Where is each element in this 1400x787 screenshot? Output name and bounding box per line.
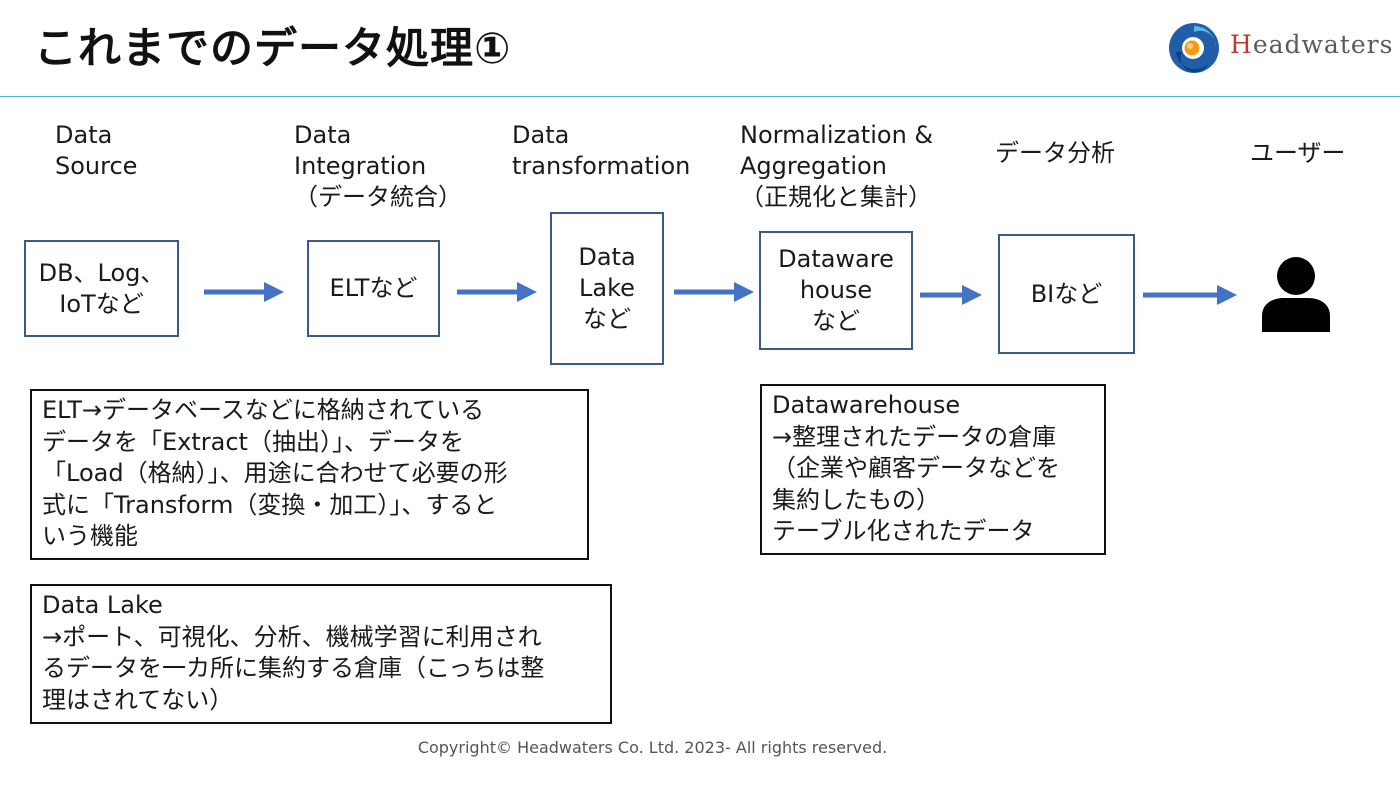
stage-box-datawarehouse: Dataware house など: [759, 231, 913, 350]
arrow-right-icon: [457, 282, 537, 302]
headwaters-wordmark: Headwaters: [1230, 30, 1394, 59]
stage-header-normalization: Normalization & Aggregation （正規化と集計）: [740, 121, 934, 211]
note-datawarehouse-description: Datawarehouse →整理されたデータの倉庫 （企業や顧客データなどを …: [760, 384, 1106, 555]
stage-box-data-lake: Data Lake など: [550, 212, 664, 365]
headwaters-logo-icon: [1169, 23, 1219, 73]
user-icon: [1262, 257, 1330, 332]
stage-box-bi: BIなど: [998, 234, 1135, 354]
slide-title: これまでのデータ処理①: [34, 24, 512, 74]
stage-box-elt: ELTなど: [307, 240, 440, 337]
arrow-right-icon: [674, 282, 754, 302]
headwaters-logo: Headwaters: [1168, 22, 1392, 74]
note-elt-description: ELT→データベースなどに格納されている データを「Extract（抽出）」、デ…: [30, 389, 589, 560]
stage-box-data-source: DB、Log、 IoTなど: [24, 240, 179, 337]
stage-header-data-transformation: Data transformation: [512, 121, 691, 180]
arrow-right-icon: [1143, 285, 1237, 305]
stage-header-user: ユーザー: [1250, 139, 1346, 167]
arrow-right-icon: [920, 285, 982, 305]
header-divider: [0, 96, 1400, 97]
note-data-lake-description: Data Lake →ポート、可視化、分析、機械学習に利用され るデータを一カ所…: [30, 584, 612, 724]
arrow-right-icon: [204, 282, 284, 302]
stage-header-data-source: Data Source: [55, 121, 138, 180]
stage-header-data-integration: Data Integration （データ統合）: [294, 121, 462, 211]
copyright-footer: Copyright© Headwaters Co. Ltd. 2023- All…: [417, 738, 888, 757]
stage-header-analysis: データ分析: [995, 139, 1115, 167]
